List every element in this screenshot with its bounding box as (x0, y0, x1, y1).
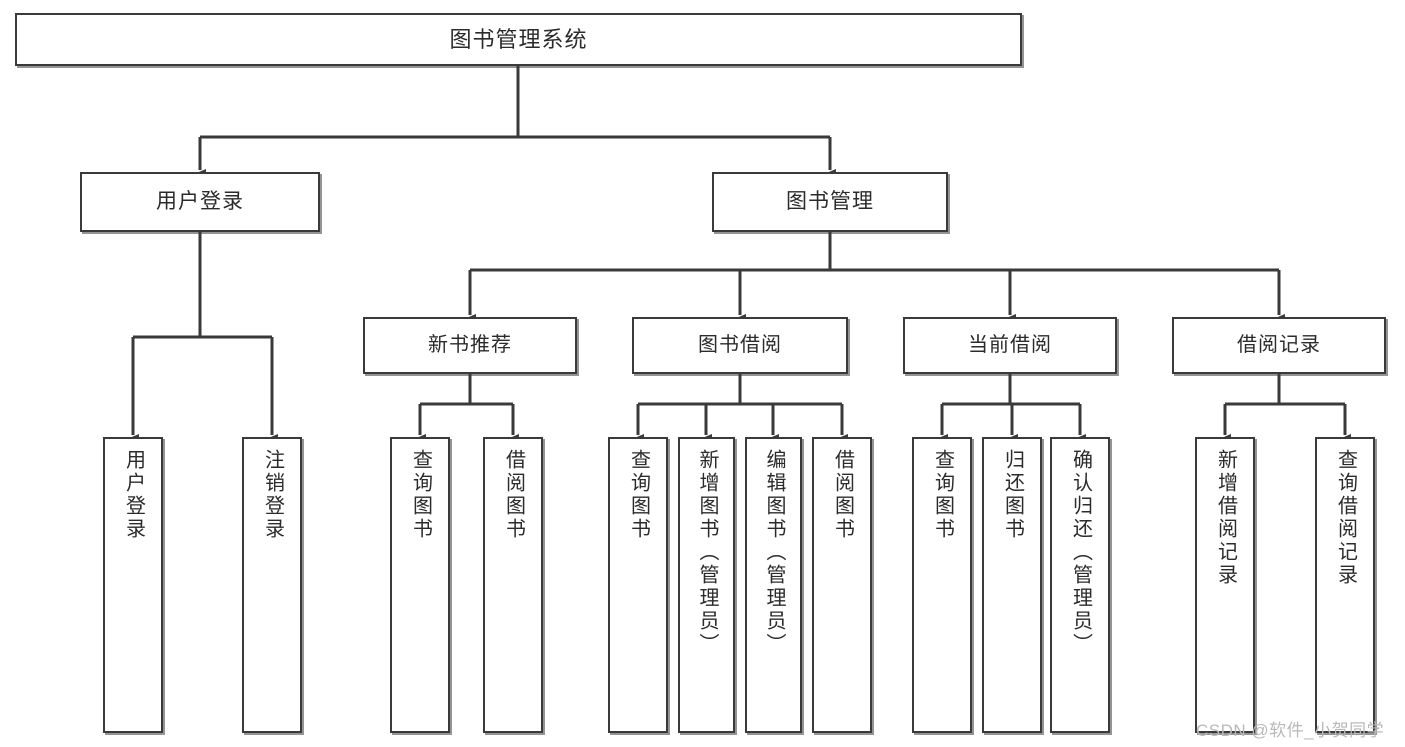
node-label: 查询图书 (627, 449, 650, 541)
node-leaf-11[interactable]: 新增借阅记录 (1195, 437, 1255, 733)
node-label: 查询图书 (409, 449, 432, 541)
node-level1-0[interactable]: 用户登录 (80, 172, 320, 232)
node-level2-0[interactable]: 新书推荐 (363, 317, 577, 374)
node-label: 新增图书（管理员） (696, 449, 718, 656)
node-label: 借阅图书 (502, 449, 525, 541)
node-leaf-3[interactable]: 借阅图书 (483, 437, 543, 733)
node-label: 图书借阅 (698, 334, 782, 356)
node-leaf-6[interactable]: 编辑图书（管理员） (745, 437, 802, 733)
node-label: 新书推荐 (428, 334, 512, 356)
node-level2-2[interactable]: 当前借阅 (903, 317, 1117, 374)
node-label: 编辑图书（管理员） (763, 449, 785, 656)
node-leaf-12[interactable]: 查询借阅记录 (1315, 437, 1375, 733)
node-level2-3[interactable]: 借阅记录 (1172, 317, 1386, 374)
node-label: 查询图书 (931, 449, 954, 541)
node-label: 查询借阅记录 (1334, 449, 1357, 587)
node-label: 图书管理 (786, 189, 874, 213)
node-label: 借阅图书 (831, 449, 854, 541)
node-label: 用户登录 (122, 449, 145, 541)
node-leaf-0[interactable]: 用户登录 (103, 437, 163, 733)
node-label: 图书管理系统 (449, 26, 588, 52)
node-label: 注销登录 (261, 449, 284, 541)
node-root-system[interactable]: 图书管理系统 (15, 13, 1022, 66)
node-label: 用户登录 (156, 189, 244, 213)
node-leaf-7[interactable]: 借阅图书 (812, 437, 872, 733)
node-label: 确认归还（管理员） (1069, 449, 1092, 656)
node-leaf-10[interactable]: 确认归还（管理员） (1050, 437, 1110, 733)
node-leaf-9[interactable]: 归还图书 (982, 437, 1042, 733)
node-leaf-2[interactable]: 查询图书 (390, 437, 450, 733)
node-level2-1[interactable]: 图书借阅 (632, 317, 848, 374)
node-label: 当前借阅 (968, 334, 1052, 356)
node-label: 新增借阅记录 (1214, 449, 1237, 587)
node-leaf-8[interactable]: 查询图书 (912, 437, 972, 733)
node-leaf-1[interactable]: 注销登录 (242, 437, 302, 733)
node-label: 借阅记录 (1237, 334, 1321, 356)
node-label: 归还图书 (1001, 449, 1024, 541)
node-level1-1[interactable]: 图书管理 (712, 172, 948, 232)
csdn-watermark: CSDN @软件_小贺同学 (1196, 721, 1385, 740)
node-leaf-5[interactable]: 新增图书（管理员） (678, 437, 735, 733)
node-leaf-4[interactable]: 查询图书 (608, 437, 668, 733)
